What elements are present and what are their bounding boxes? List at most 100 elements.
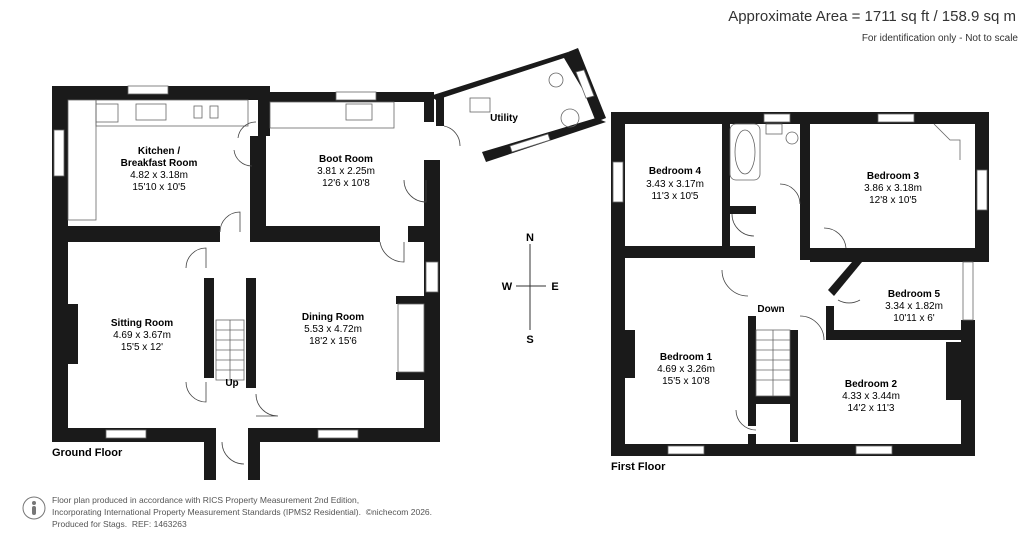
bedroom-3-imperial: 12'8 x 10'5	[869, 195, 917, 206]
bedroom-2-name: Bedroom 2	[845, 379, 898, 390]
door	[185, 247, 207, 269]
wall	[258, 86, 270, 136]
kitchen-metric: 4.82 x 3.18m	[130, 170, 188, 181]
window	[425, 261, 439, 293]
bath	[729, 123, 761, 181]
door	[779, 183, 801, 205]
wall	[52, 226, 220, 242]
hob	[95, 103, 119, 123]
fireplace	[68, 304, 78, 364]
wall	[408, 226, 438, 242]
bedroom-5-imperial: 10'11 x 6'	[893, 313, 935, 324]
ground-floor-plan: Kitchen / Breakfast Room 4.82 x 3.18m 15…	[52, 48, 606, 480]
compass-west: W	[502, 281, 513, 293]
window	[509, 133, 551, 153]
wall	[722, 124, 730, 250]
sink	[135, 103, 167, 121]
bedroom-3-metric: 3.86 x 3.18m	[864, 183, 922, 194]
window	[976, 169, 988, 211]
first-floor-label: First Floor	[611, 461, 666, 473]
wall	[611, 112, 989, 124]
window	[105, 429, 147, 439]
chimney-breast	[625, 330, 635, 378]
door	[731, 213, 755, 237]
appliance	[209, 105, 219, 119]
door	[221, 441, 245, 465]
compass-south: S	[526, 334, 533, 346]
bedroom-4-metric: 3.43 x 3.17m	[646, 179, 704, 190]
boot-room-metric: 3.81 x 2.25m	[317, 166, 375, 177]
basin	[765, 123, 783, 135]
first-floor-plan: Bedroom 4 3.43 x 3.17m 11'3 x 10'5 Bedro…	[611, 112, 989, 473]
footer-credits: Floor plan produced in accordance with R…	[52, 494, 432, 530]
bedroom-2-metric: 4.33 x 3.44m	[842, 391, 900, 402]
sitting-room-imperial: 15'5 x 12'	[121, 342, 163, 353]
wall	[436, 96, 444, 126]
door	[403, 179, 427, 203]
bedroom-3-name: Bedroom 3	[867, 171, 920, 182]
wall	[800, 124, 810, 260]
wc	[785, 131, 799, 145]
door	[255, 393, 279, 417]
window	[317, 429, 359, 439]
footer-line-3: Produced for Stags.	[52, 519, 128, 529]
wall	[396, 372, 424, 380]
wall	[828, 262, 862, 296]
utility-sink	[469, 97, 491, 113]
basin	[560, 108, 580, 128]
dining-room-name: Dining Room	[302, 312, 364, 323]
door	[443, 125, 461, 147]
footer-line-2: Incorporating International Property Mea…	[52, 507, 361, 517]
bath-basin	[734, 129, 756, 175]
sink	[345, 103, 373, 121]
first-stairs	[755, 329, 791, 397]
stairs-down-label: Down	[757, 304, 784, 315]
compass-north: N	[526, 232, 534, 244]
wall	[748, 396, 798, 404]
window	[855, 445, 893, 455]
window	[53, 129, 65, 177]
wall	[424, 92, 434, 122]
wall	[250, 136, 266, 232]
wall	[396, 296, 424, 304]
ground-stairs	[215, 319, 245, 381]
bedroom-5-name: Bedroom 5	[888, 289, 941, 300]
bedroom-5-metric: 3.34 x 1.82m	[885, 301, 943, 312]
window	[877, 113, 915, 123]
kitchen-imperial: 15'10 x 10'5	[132, 182, 186, 193]
person-icon	[22, 496, 46, 520]
cupboard	[933, 123, 961, 160]
kitchen-worktop	[67, 99, 97, 221]
wall	[810, 248, 975, 262]
kitchen-name-1: Kitchen /	[138, 146, 180, 157]
door	[837, 299, 861, 304]
window	[575, 69, 595, 99]
wall	[961, 320, 975, 456]
door	[721, 269, 749, 297]
wall	[246, 278, 256, 388]
compass-east: E	[551, 281, 558, 293]
sitting-room-name: Sitting Room	[111, 318, 173, 329]
door	[219, 211, 241, 233]
wall	[748, 434, 756, 448]
bedroom-2-imperial: 14'2 x 11'3	[847, 403, 894, 414]
wall	[790, 330, 798, 442]
window	[335, 91, 377, 101]
window	[127, 85, 169, 95]
bedroom-1-imperial: 15'5 x 10'8	[662, 376, 710, 387]
wall	[625, 246, 755, 258]
kitchen-name-2: Breakfast Room	[121, 158, 198, 169]
door	[735, 409, 757, 431]
wall	[204, 278, 214, 378]
door	[379, 241, 405, 263]
footer-ref: REF: 1463263	[131, 519, 187, 529]
wall	[248, 428, 260, 480]
kitchen-worktop	[95, 99, 249, 127]
boot-room-name: Boot Room	[319, 154, 373, 165]
bedroom-1-name: Bedroom 1	[660, 352, 713, 363]
wall	[826, 306, 834, 340]
appliance	[193, 105, 203, 119]
wall	[730, 206, 756, 214]
stairs-up-label: Up	[225, 378, 238, 389]
